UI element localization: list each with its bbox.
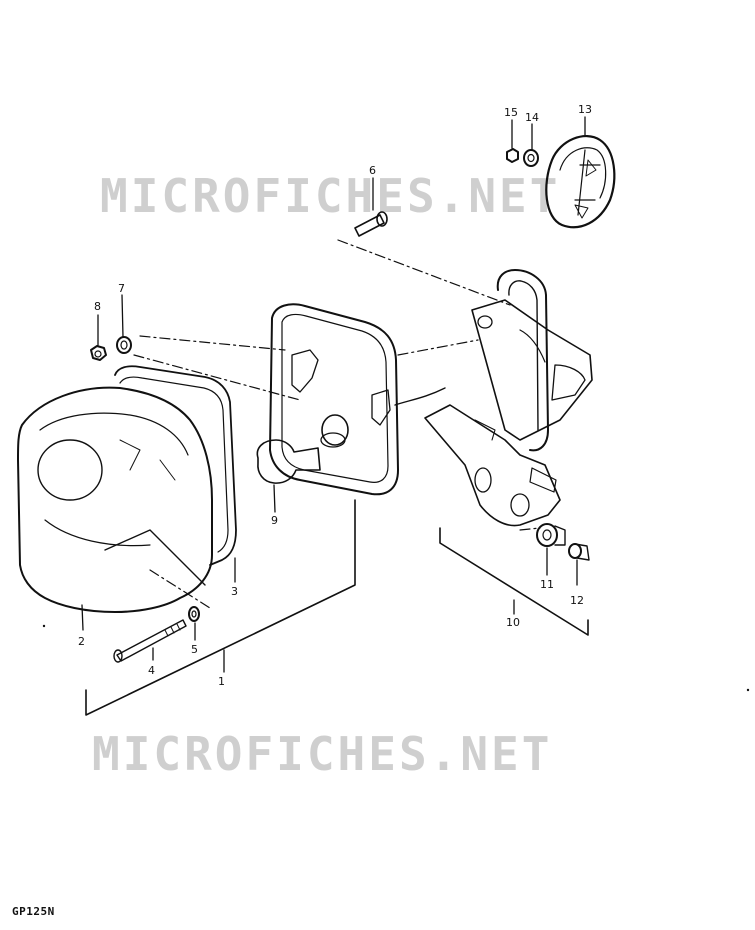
tail-bulb [256,439,321,484]
part-callouts: 1 2 3 4 5 6 7 8 9 10 11 12 13 14 15 [78,103,592,688]
callout-1: 1 [218,675,225,688]
washer-7 [116,336,132,354]
nut-8 [90,345,107,361]
callout-14: 14 [525,111,539,124]
watermark-bottom: MICROFICHES.NET [92,727,552,781]
bolt-6 [354,211,388,237]
callout-5: 5 [191,643,198,656]
watermark-top: MICROFICHES.NET [100,169,560,223]
collar-12 [568,543,590,561]
lens-screw [113,619,187,663]
lens-gasket [114,365,237,566]
callout-8: 8 [94,300,101,313]
callout-13: 13 [578,103,592,116]
callout-15: 15 [504,106,518,119]
callout-11: 11 [540,578,554,591]
nut-15 [506,148,519,163]
lamp-socket-plate [269,303,446,496]
leader-lines [81,116,586,673]
callout-6: 6 [369,164,376,177]
grommet-11 [536,523,566,547]
lens-washer [188,606,200,622]
callout-10: 10 [506,616,520,629]
scan-specks [42,624,750,692]
tail-lens-housing [17,386,213,613]
callout-2: 2 [78,635,85,648]
callout-7: 7 [118,282,125,295]
reflector-13 [545,135,616,229]
bracket-assembly [424,269,593,527]
assembly-guide-lines [133,239,541,609]
callout-12: 12 [570,594,584,607]
callout-4: 4 [148,664,155,677]
assembly-bracket-1 [85,499,356,716]
washer-14 [523,149,539,167]
assembly-bracket-10 [439,527,589,636]
callout-9: 9 [271,514,278,527]
model-code: GP125N [12,905,55,918]
callout-3: 3 [231,585,238,598]
